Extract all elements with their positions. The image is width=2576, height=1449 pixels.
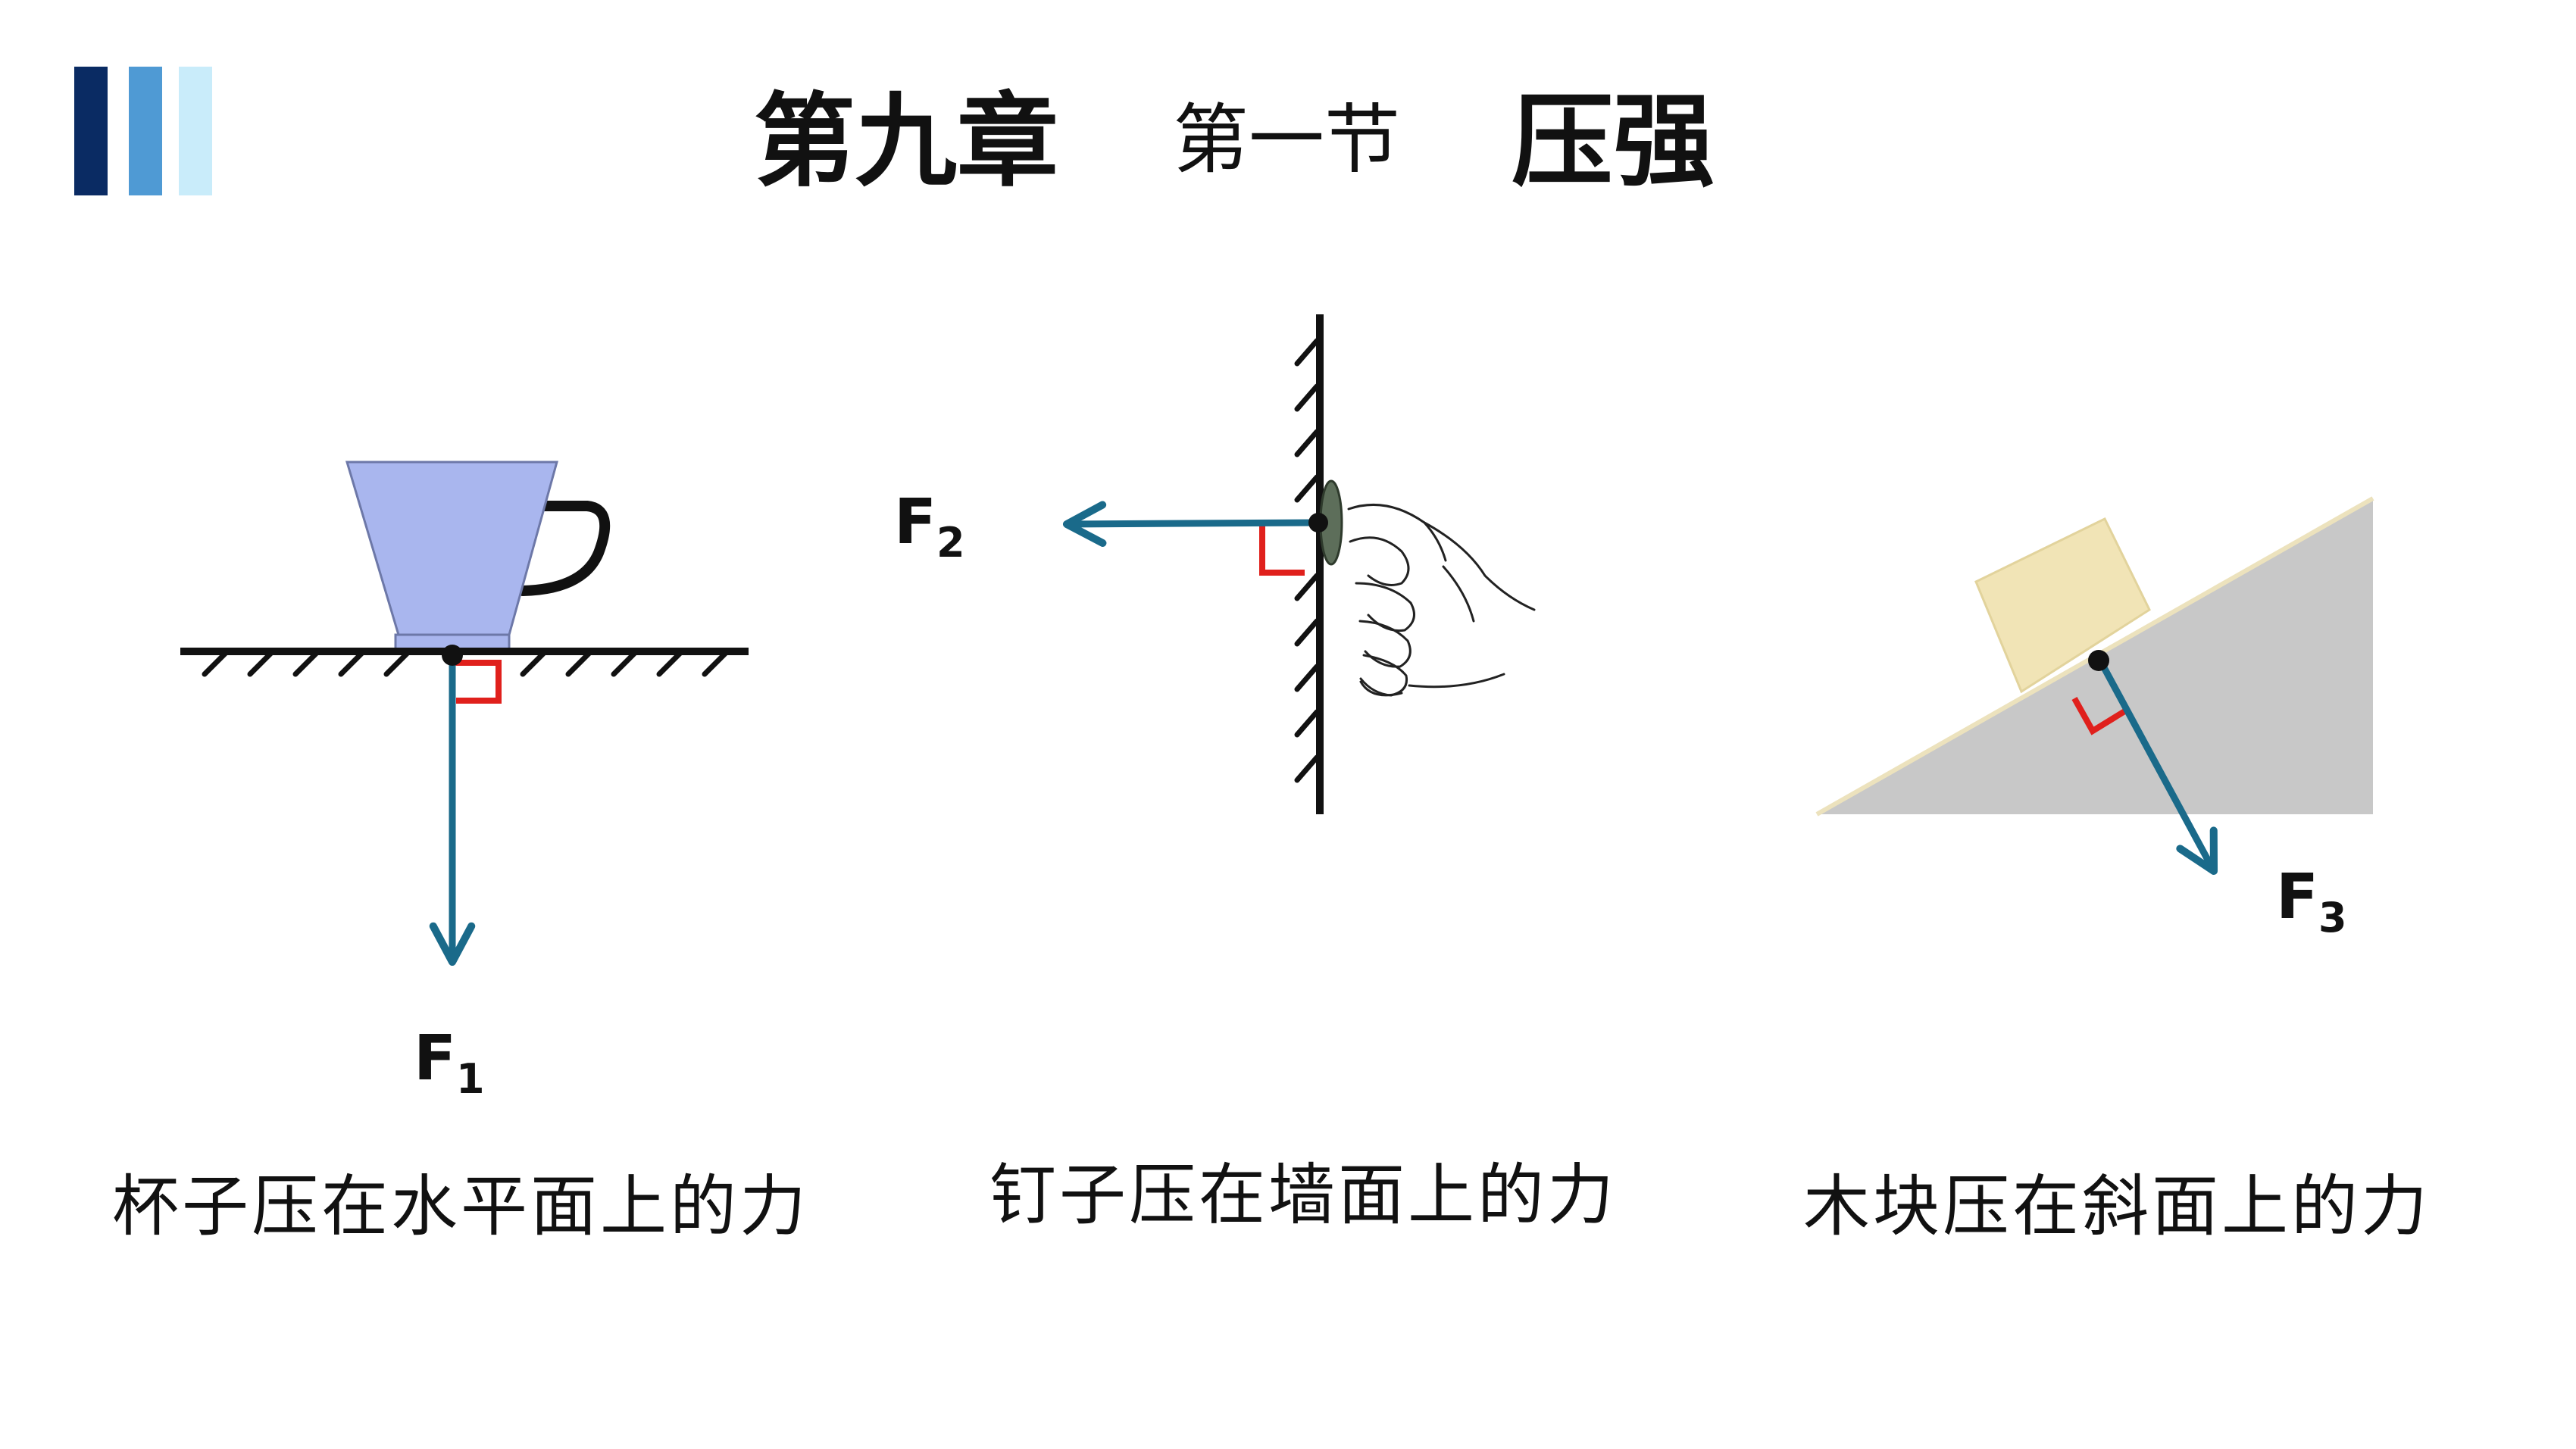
title-deco-bar-dark [74,67,108,195]
hand-outline [1347,504,1536,697]
cup-body [345,461,558,636]
contact-point-3 [2088,650,2109,671]
right-angle-mark-2 [1259,523,1305,576]
force-label-f1: F1 [414,1023,485,1103]
right-angle-mark-3 [2071,697,2128,735]
topic-title: 压强 [1512,83,1715,201]
force-label-f2: F2 [894,486,965,567]
force-arrow-f2 [1062,501,1319,547]
contact-point-2 [1308,513,1328,532]
block-figure: F3 [1815,496,2374,942]
right-angle-mark-1 [452,660,502,704]
nail-figure: F2 [894,314,1536,814]
title-deco-bar-mid [129,67,162,195]
contact-point-1 [442,645,463,666]
force-arrow-f3 [2097,658,2218,876]
section-title: 第一节 [1173,95,1400,184]
force-label-f3: F3 [2276,861,2347,942]
title-deco-bar-light [179,67,212,195]
wall-hatching [1294,338,1320,783]
wooden-block [1974,517,2151,694]
caption-block: 木块压在斜面上的力 [1803,1166,2431,1245]
cup-figure: F1 [180,461,749,1103]
caption-cup: 杯子压在水平面上的力 [112,1166,810,1245]
surface-hatching [202,650,729,677]
caption-nail: 钉子压在墙面上的力 [989,1155,1618,1234]
chapter-title: 第九章 [754,83,1059,201]
cup-handle [517,501,611,596]
